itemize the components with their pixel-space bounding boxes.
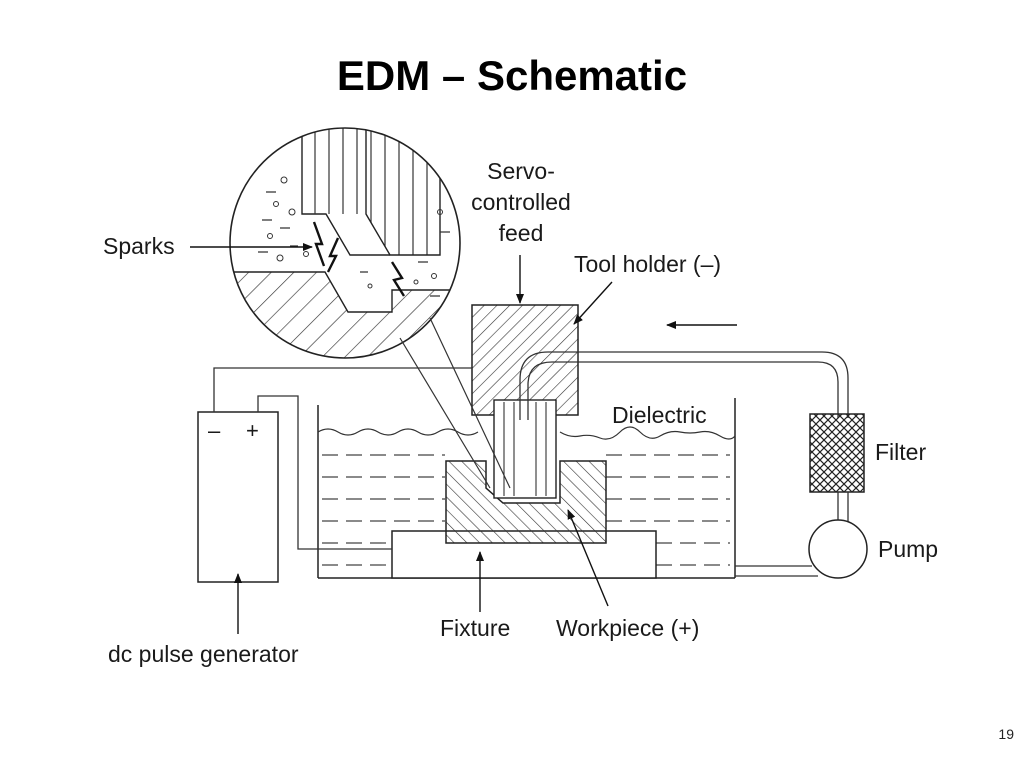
dielectric-surface xyxy=(317,426,736,440)
workpiece-label: Workpiece (+) xyxy=(556,615,699,641)
fixture xyxy=(391,530,657,579)
spark xyxy=(390,261,406,297)
tool-electrode xyxy=(493,399,557,499)
slide-title: EDM – Schematic xyxy=(336,52,688,99)
minus-terminal: – xyxy=(208,418,221,443)
filter-label: Filter xyxy=(875,439,926,465)
filter xyxy=(809,413,865,493)
tool-holder xyxy=(471,304,579,416)
dc-pulse-generator xyxy=(197,411,279,583)
annotation-arrows xyxy=(190,243,737,634)
magnified-spark-view xyxy=(229,127,461,359)
pump xyxy=(808,519,868,579)
spark xyxy=(326,237,340,273)
servo-label-line3: feed xyxy=(499,220,544,246)
dielectric-label: Dielectric xyxy=(612,402,707,428)
fixture-label: Fixture xyxy=(440,615,510,641)
plus-terminal: + xyxy=(246,418,259,443)
dc-pulse-generator-label: dc pulse generator xyxy=(108,641,299,667)
sparks-label: Sparks xyxy=(103,233,175,259)
wiring xyxy=(213,367,472,550)
spark xyxy=(312,221,326,267)
servo-label-line2: controlled xyxy=(471,189,571,215)
pump-label: Pump xyxy=(878,536,938,562)
page-number: 19 xyxy=(998,726,1014,742)
dielectric-pipe xyxy=(519,351,849,420)
servo-label-line1: Servo- xyxy=(487,158,555,184)
magnifier-leader xyxy=(399,337,491,489)
magnifier-leader xyxy=(429,317,511,489)
tool-holder-label: Tool holder (–) xyxy=(574,251,721,277)
